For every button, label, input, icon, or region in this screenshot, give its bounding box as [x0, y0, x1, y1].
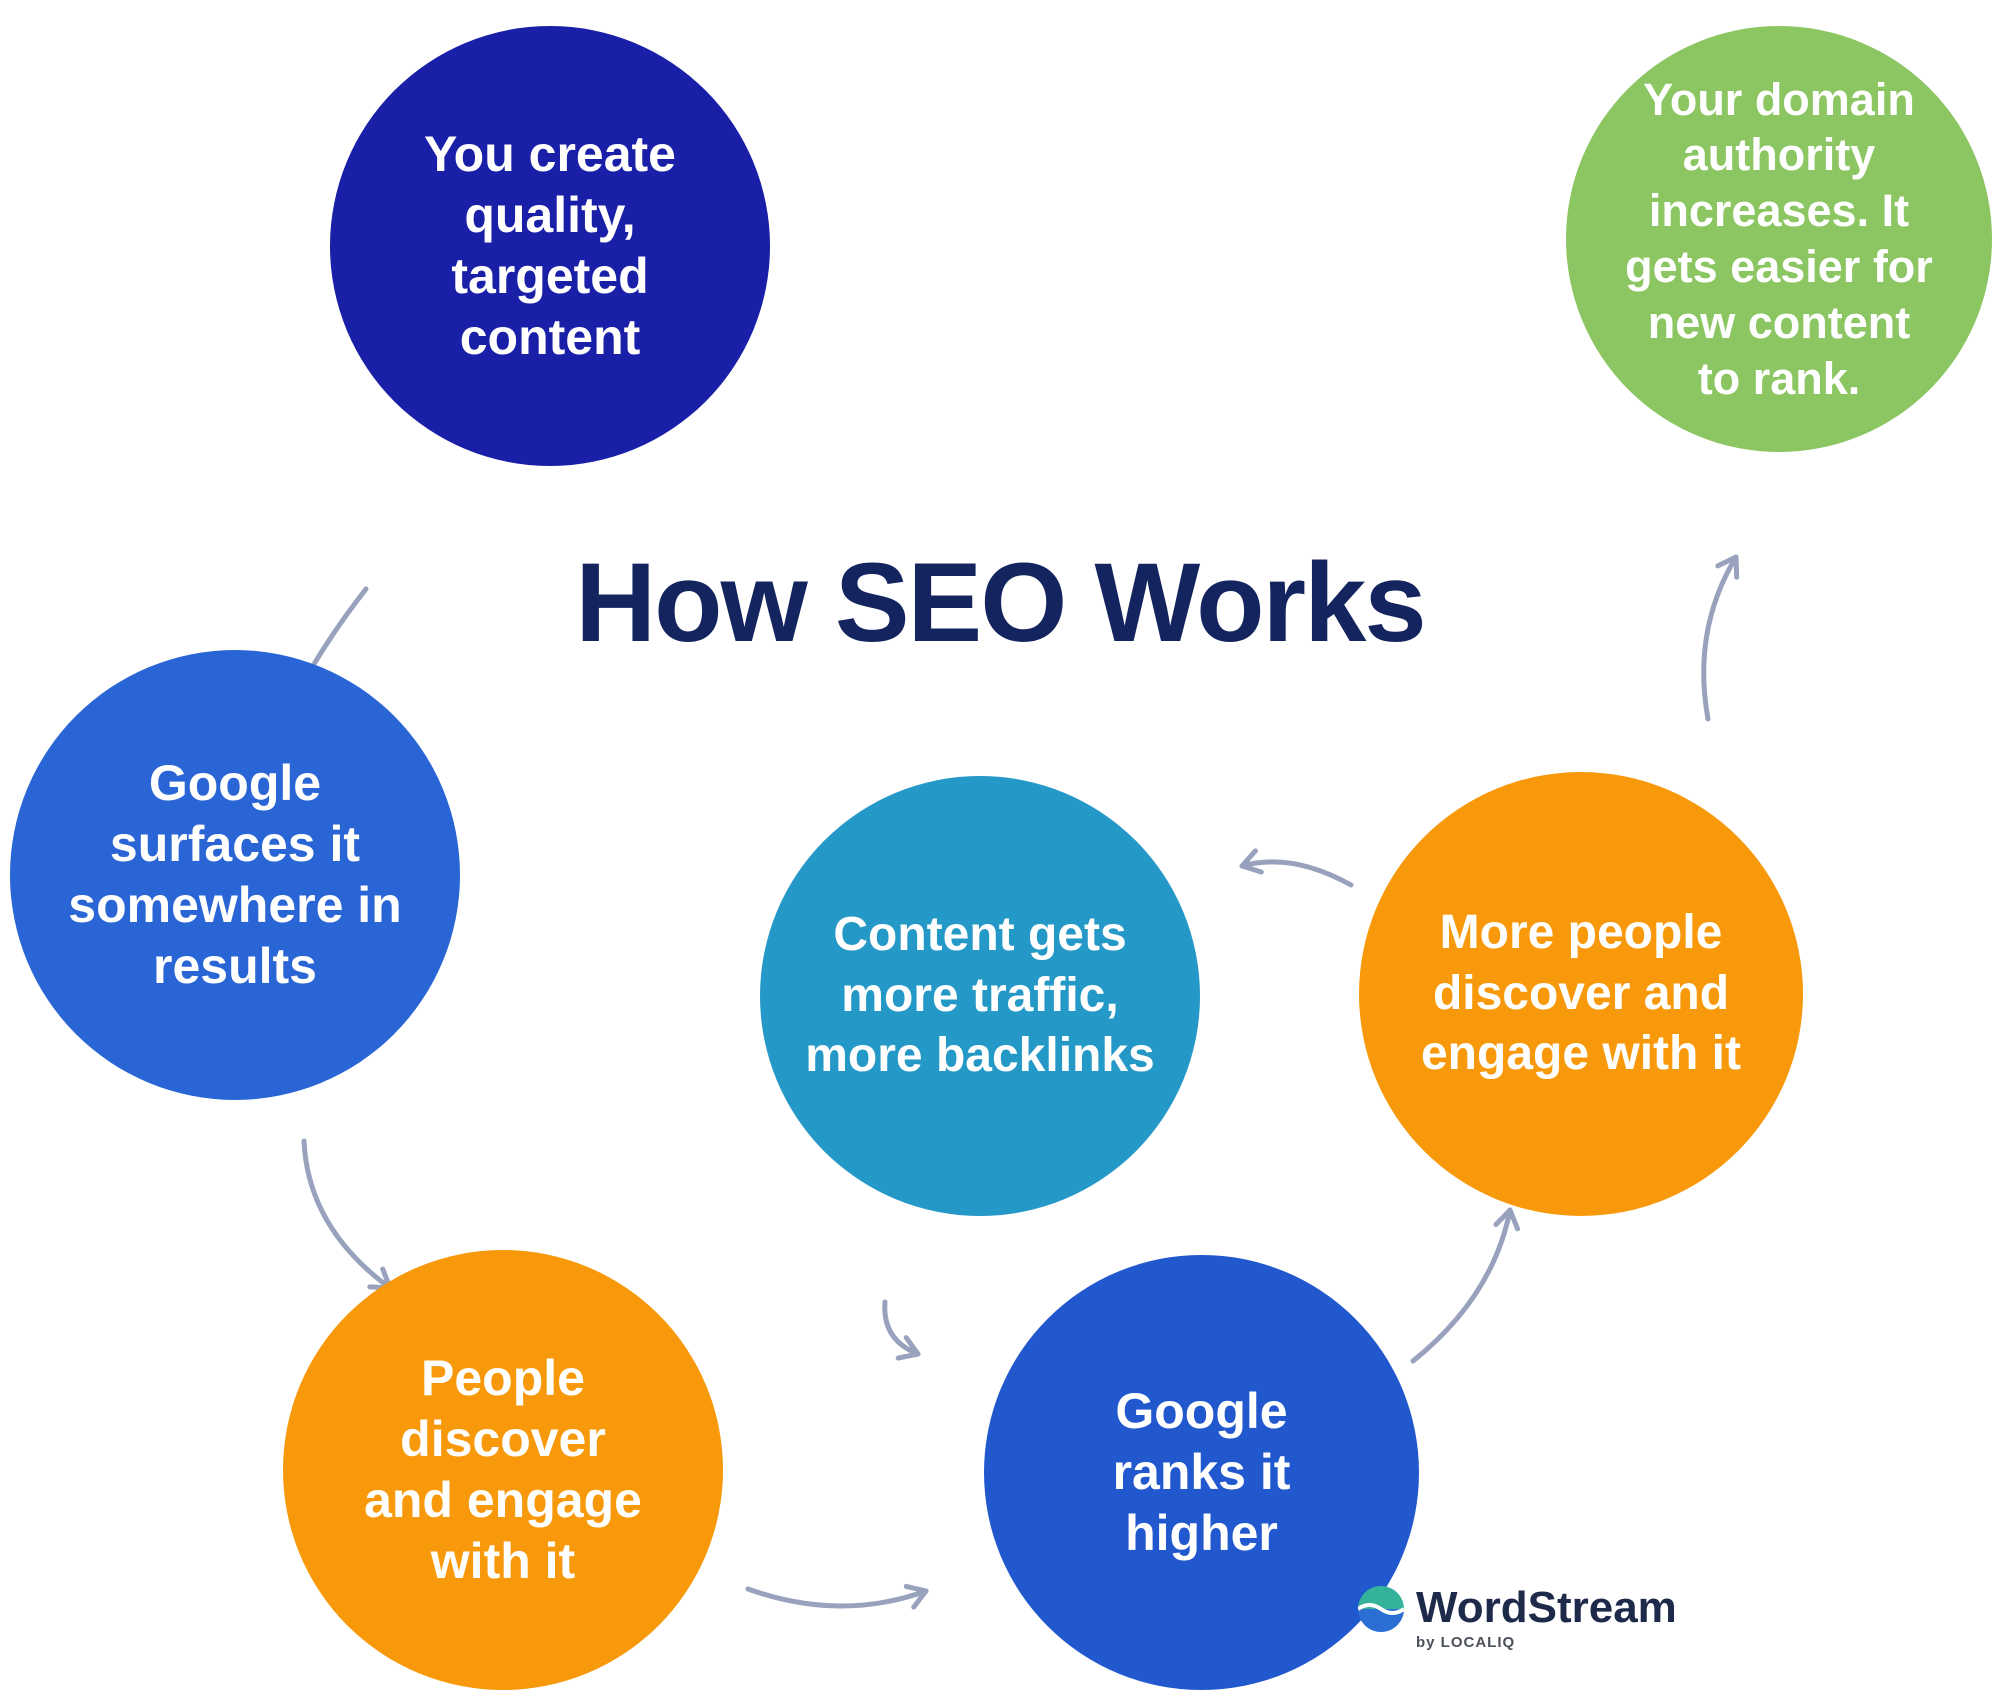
arrow-surfaces-to-discover — [301, 1138, 393, 1291]
arrow-ranks-to-morepeople — [1410, 1207, 1521, 1364]
node-create-content: You create quality, targeted content — [330, 26, 770, 466]
node-label: People discover and engage with it — [364, 1350, 642, 1589]
node-content-traffic: Content gets more traffic, more backlink… — [760, 776, 1200, 1216]
node-google-surfaces: Google surfaces it somewhere in results — [10, 650, 460, 1100]
wordstream-brand: WordStream — [1416, 1583, 1677, 1632]
diagram-title: How SEO Works — [575, 540, 1426, 665]
arrow-morepeople-to-traffic — [1239, 848, 1354, 888]
wordstream-logo-text: WordStream by LOCALIQ — [1416, 1583, 1677, 1652]
node-more-people: More people discover and engage with it — [1359, 772, 1803, 1216]
node-label: Google surfaces it somewhere in results — [68, 755, 402, 994]
node-label: Google ranks it higher — [1112, 1383, 1291, 1561]
node-label: More people discover and engage with it — [1420, 906, 1741, 1081]
node-label: Content gets more traffic, more backlink… — [805, 908, 1155, 1083]
node-label: You create quality, targeted content — [424, 126, 676, 365]
wordstream-logo: WordStream by LOCALIQ — [1358, 1586, 1677, 1651]
wordstream-icon — [1358, 1586, 1404, 1632]
node-label: Your domain authority increases. It gets… — [1625, 73, 1933, 404]
arrow-discover-to-ranks — [745, 1583, 929, 1610]
node-domain-authority: Your domain authority increases. It gets… — [1566, 26, 1992, 452]
arrow-traffic-to-ranks — [882, 1299, 921, 1361]
node-google-ranks: Google ranks it higher — [984, 1255, 1419, 1690]
node-people-discover: People discover and engage with it — [283, 1250, 723, 1690]
arrow-morepeople-to-authority — [1701, 554, 1740, 722]
wordstream-byline: by LOCALIQ — [1416, 1634, 1516, 1651]
